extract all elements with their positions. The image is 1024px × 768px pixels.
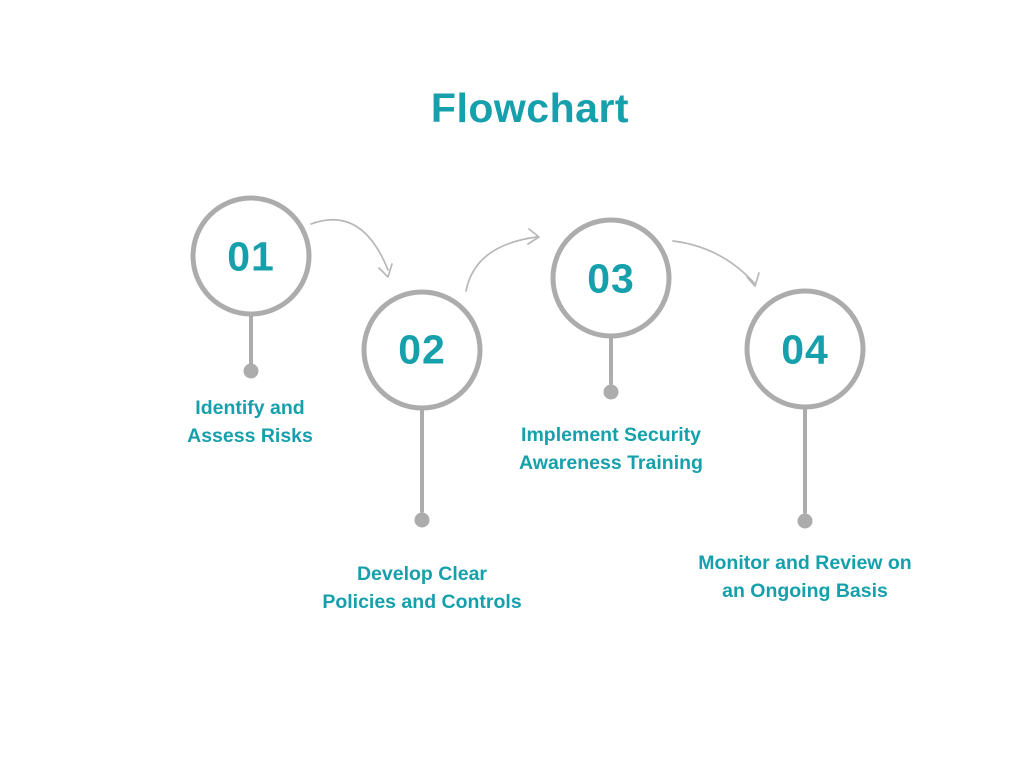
step-4-shape — [744, 288, 866, 529]
step-label-1-line-1: Identify and — [195, 397, 305, 419]
step-label-3-line-2: Awareness Training — [519, 452, 703, 474]
step-3-shape — [550, 217, 672, 400]
step-label-4-line-2: an Ongoing Basis — [722, 580, 888, 602]
step-label-1: Identify and Assess Risks — [187, 394, 313, 450]
arrow-step1-to-step2-icon — [310, 219, 393, 278]
step-2-shape — [361, 289, 483, 528]
arrow-step2-to-step3-icon — [465, 228, 540, 292]
step-label-3: Implement Security Awareness Training — [519, 421, 703, 477]
step-1-shape — [190, 195, 312, 379]
step-label-3-line-1: Implement Security — [521, 424, 701, 446]
arrow-step3-to-step4-icon — [672, 240, 760, 287]
page-title: Flowchart — [430, 85, 630, 131]
step-label-4: Monitor and Review on an Ongoing Basis — [698, 549, 911, 605]
step-label-4-line-1: Monitor and Review on — [698, 552, 912, 574]
step-label-1-line-2: Assess Risks — [187, 425, 313, 447]
step-number-2: 02 — [398, 326, 446, 373]
step-number-1: 01 — [227, 233, 275, 280]
step-label-2-line-1: Develop Clear — [356, 563, 488, 585]
step-number-4: 04 — [781, 326, 829, 373]
step-label-2-line-2: Policies and Controls — [322, 591, 522, 613]
step-label-2: Develop Clear Policies and Controls — [322, 560, 521, 616]
step-number-3: 03 — [587, 255, 635, 302]
